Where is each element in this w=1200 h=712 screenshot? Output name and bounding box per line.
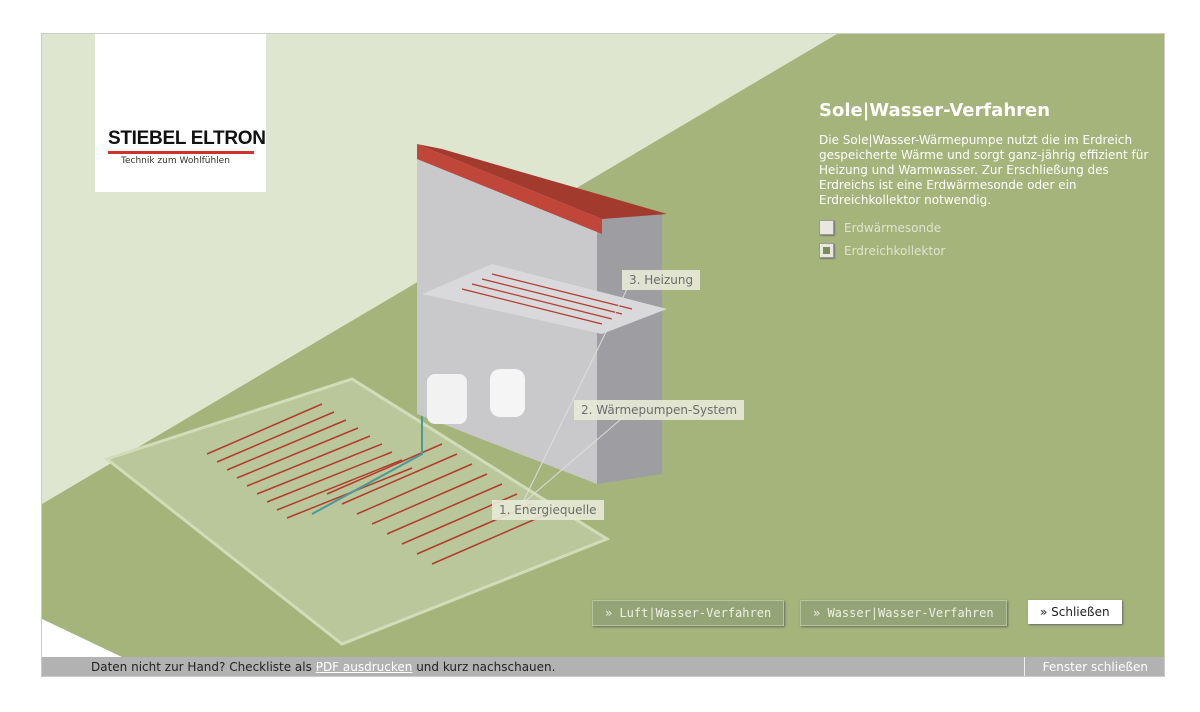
label-waermepumpen-system[interactable]: 2. Wärmepumpen-System [574, 400, 745, 420]
option-erdwaermesonde[interactable]: Erdwärmesonde [819, 220, 1159, 235]
brand-name: STIEBEL ELTRON [108, 128, 266, 149]
info-panel: Sole|Wasser-Verfahren Die Sole|Wasser-Wä… [819, 100, 1159, 266]
panel-title: Sole|Wasser-Verfahren [819, 100, 1051, 121]
option-label: Erdwärmesonde [844, 220, 942, 235]
panel-description: Die Sole|Wasser-Wärmepumpe nutzt die im … [819, 133, 1149, 207]
brand-bar [108, 151, 254, 154]
luft-wasser-button[interactable]: » Luft|Wasser-Verfahren [592, 600, 785, 626]
app-window: STIEBEL ELTRON Technik zum Wohlfühlen 3.… [41, 33, 1165, 677]
checkbox-checked[interactable] [819, 243, 834, 258]
ground-collector [103, 377, 611, 646]
roof [417, 144, 667, 219]
option-label: Erdreichkollektor [844, 243, 946, 258]
logo: STIEBEL ELTRON Technik zum Wohlfühlen [95, 34, 266, 192]
footer-text: Daten nicht zur Hand? Checkliste als [91, 660, 312, 674]
pdf-link[interactable]: PDF ausdrucken [315, 660, 413, 674]
wasser-wasser-button[interactable]: » Wasser|Wasser-Verfahren [800, 600, 1007, 626]
label-heizung[interactable]: 3. Heizung [622, 270, 701, 290]
close-button[interactable]: » Schließen [1028, 600, 1122, 624]
footer-bar: Daten nicht zur Hand? Checkliste als PDF… [42, 657, 1164, 676]
footer-text-suffix: und kurz nachschauen. [416, 660, 556, 674]
label-energiequelle[interactable]: 1. Energiequelle [492, 500, 604, 520]
close-window-link[interactable]: Fenster schließen [1023, 657, 1148, 676]
checkbox[interactable] [819, 220, 834, 235]
brand-tagline: Technik zum Wohlfühlen [121, 156, 230, 166]
option-erdreichkollektor[interactable]: Erdreichkollektor [819, 243, 1159, 258]
